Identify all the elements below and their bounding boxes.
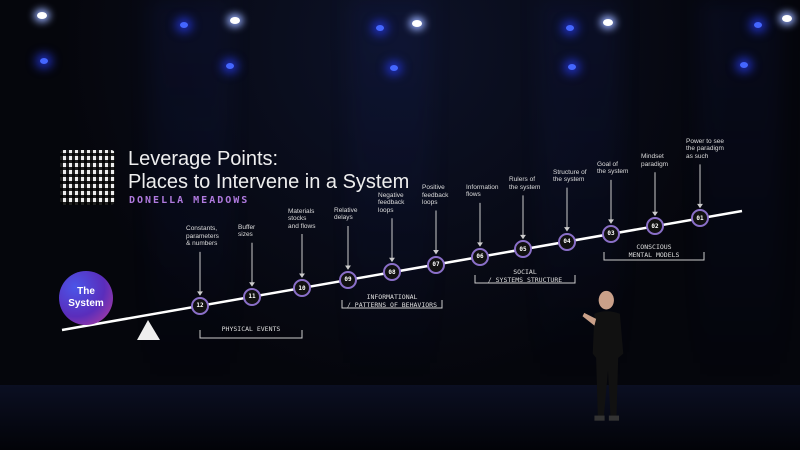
leverage-point-label: Negative feedback loops — [378, 191, 405, 214]
stage-light — [40, 58, 48, 64]
title-line-2: Places to Intervene in a System — [128, 171, 410, 193]
stage-light — [226, 63, 234, 69]
leverage-point-04: 04 — [558, 232, 576, 251]
stage-light — [37, 12, 47, 19]
stage-light — [754, 22, 762, 28]
stage-light — [782, 15, 792, 22]
leverage-point-08: 08 — [383, 263, 401, 282]
leverage-point-09: 09 — [339, 270, 357, 289]
arrow-head — [652, 211, 658, 217]
leverage-point-label: Relative delays — [334, 206, 358, 222]
leverage-point-02: 02 — [646, 217, 664, 236]
leverage-point-05: 05 — [514, 240, 532, 259]
stage-light — [568, 64, 576, 70]
leverage-point-label: Information flows — [466, 183, 499, 199]
lever-line — [61, 209, 743, 332]
leverage-point-label: Rulers of the system — [509, 176, 541, 191]
leverage-point-12: 12 — [191, 296, 209, 315]
stage-light — [180, 22, 188, 28]
the-system-circle: The System — [59, 271, 113, 325]
stage-light — [412, 20, 422, 27]
leverage-point-label: Structure of the system — [553, 168, 587, 184]
leverage-point-11: 11 — [243, 287, 261, 306]
arrow-head — [564, 227, 570, 232]
arrow-head — [477, 242, 483, 247]
stage-light — [566, 25, 574, 31]
leverage-point-label: Buffer sizes — [238, 223, 256, 239]
qr-code — [60, 150, 115, 205]
arrow-head — [608, 219, 614, 224]
group-conscious: CONSCIOUS MENTAL MODELS — [628, 243, 680, 259]
leverage-point-03: 03 — [602, 224, 620, 243]
arrow-head — [299, 273, 305, 278]
title-line-1: Leverage Points: — [128, 148, 279, 170]
group-social: SOCIAL / SYSTEMS STRUCTURE — [487, 268, 563, 284]
stage-floor — [0, 385, 800, 450]
leverage-point-label: Constants, parameters & numbers — [186, 225, 219, 248]
author-name: DONELLA MEADOWS — [129, 195, 250, 206]
arrow-head — [520, 234, 526, 240]
stage-light — [376, 25, 384, 31]
leverage-point-01: 01 — [691, 209, 709, 228]
arrow-head — [197, 291, 203, 296]
slide-title: Leverage Points:Places to Intervene in a… — [128, 148, 409, 194]
stage-light — [230, 17, 240, 24]
arrow-head — [249, 282, 255, 287]
leverage-point-07: 07 — [427, 255, 445, 274]
fulcrum-triangle — [137, 320, 160, 340]
leverage-point-label: Power to see the paradigm as such — [686, 137, 724, 160]
arrow-head — [697, 203, 703, 209]
leverage-point-label: Positive feedback loops — [422, 184, 449, 207]
stage-light — [390, 65, 398, 71]
leverage-point-label: Goal of the system — [597, 160, 629, 176]
group-physical-events: PHYSICAL EVENTS — [221, 325, 281, 333]
stage-light — [740, 62, 748, 68]
leverage-point-label: Mindset paradigm — [641, 153, 669, 168]
arrow-head — [389, 257, 395, 263]
leverage-point-06: 06 — [471, 247, 489, 266]
group-informational: INFORMATIONAL / PATTERNS OF BEHAVIORS — [346, 293, 437, 309]
arrow-head — [433, 250, 439, 255]
stage-light — [603, 19, 613, 26]
presenter — [582, 290, 624, 421]
leverage-point-10: 10 — [293, 279, 311, 297]
group-brackets — [199, 252, 705, 339]
arrow-head — [345, 265, 351, 270]
leverage-point-label: Materials stocks and flows — [288, 207, 316, 230]
